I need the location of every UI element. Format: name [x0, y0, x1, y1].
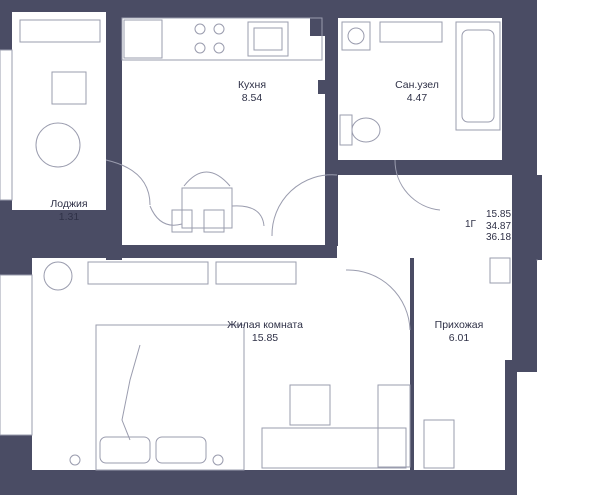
room-label-living: Жилая комната 15.85 [210, 319, 320, 345]
room-area: 15.85 [251, 332, 279, 344]
windows [0, 49, 538, 436]
room-area: 1.31 [58, 211, 80, 223]
wall-segment [502, 40, 537, 56]
outer-walls [0, 0, 542, 495]
room-label-loggia: Лоджия 1.31 [40, 198, 98, 224]
wall-segment [325, 150, 338, 246]
room-area: 8.54 [241, 92, 263, 104]
bathroom-fixtures [271, 21, 501, 237]
room-label-hallway: Прихожая 6.01 [425, 319, 493, 345]
room-label-bathroom: Сан.узел 4.47 [382, 79, 452, 105]
room-area: 6.01 [448, 332, 470, 344]
living-furniture [43, 261, 411, 471]
area-summary: 15.85 34.87 36.18 [486, 209, 511, 244]
wall-segment [106, 90, 122, 162]
apartment-type: 1Г [465, 219, 476, 230]
wall-segment [310, 18, 338, 36]
kitchen-furniture [105, 17, 323, 233]
wall-segment [318, 80, 338, 94]
loggia-furniture [19, 19, 101, 168]
wall-segment [0, 210, 32, 258]
hallway-furniture [377, 257, 511, 469]
room-name: Прихожая [434, 319, 484, 331]
room-area: 4.47 [406, 92, 428, 104]
wall-segment [106, 240, 122, 260]
room-name: Лоджия [50, 198, 88, 210]
wall-segment [410, 258, 414, 470]
living-area-value: 15.85 [486, 209, 512, 220]
room-name: Жилая комната [227, 319, 303, 331]
total-area-value: 34.87 [486, 220, 512, 232]
total-with-loggia-value: 36.18 [486, 232, 512, 243]
wall-segment [502, 100, 522, 112]
room-label-kitchen: Кухня 8.54 [222, 79, 282, 105]
room-name: Сан.узел [395, 79, 439, 91]
room-name: Кухня [237, 79, 267, 91]
